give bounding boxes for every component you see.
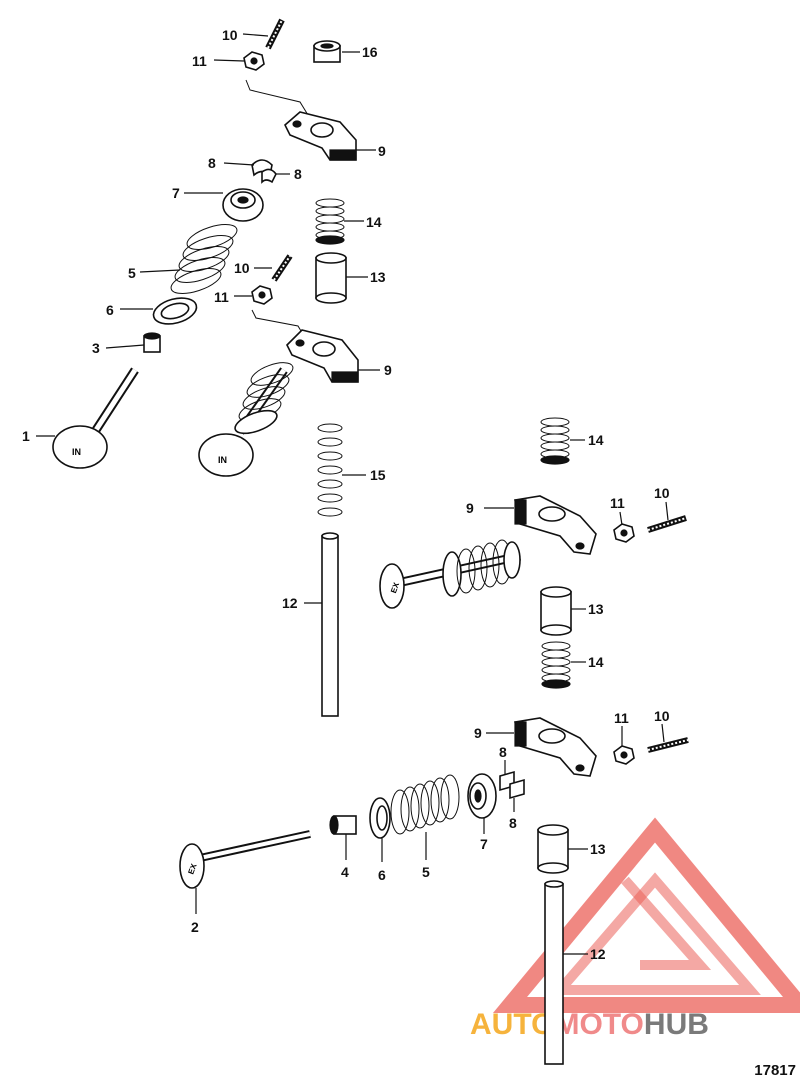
callout-11-mid: 11 bbox=[610, 495, 625, 511]
callout-9-lower: 9 bbox=[474, 725, 482, 741]
exhaust-valve-assembled: EX bbox=[379, 539, 521, 609]
callout-8-b: 8 bbox=[294, 166, 302, 182]
leader-lines bbox=[36, 33, 669, 955]
callout-7-top: 7 bbox=[172, 185, 180, 201]
callout-12-top: 12 bbox=[282, 595, 298, 611]
valve-seal-3 bbox=[143, 332, 161, 353]
spring-seat-6-top bbox=[152, 297, 198, 325]
callout-2: 2 bbox=[191, 919, 199, 935]
callout-10-top: 10 bbox=[222, 27, 238, 43]
callout-6-lower: 6 bbox=[378, 867, 386, 883]
callout-9-top: 9 bbox=[378, 143, 386, 159]
keepers-top bbox=[251, 159, 277, 184]
callout-5-top: 5 bbox=[128, 265, 136, 281]
intake-valve-assembled: IN bbox=[198, 362, 294, 477]
rocker-arm-top bbox=[284, 111, 357, 161]
callout-13-top: 13 bbox=[370, 269, 386, 285]
keepers-lower bbox=[499, 770, 525, 800]
callout-9-mid: 9 bbox=[466, 500, 474, 516]
push-rod-12-lower bbox=[544, 880, 564, 1065]
nut-top bbox=[243, 51, 265, 71]
exhaust-valve-assembled-mark: EX bbox=[389, 581, 401, 595]
callout-8-c: 8 bbox=[499, 744, 507, 760]
callout-10-second: 10 bbox=[234, 260, 250, 276]
callout-11-top: 11 bbox=[192, 53, 207, 69]
callout-14-top: 14 bbox=[366, 214, 382, 230]
valve-spring-5-top bbox=[170, 224, 238, 294]
callout-10-lower: 10 bbox=[654, 708, 670, 724]
exhaust-valve-2: EX bbox=[179, 830, 311, 889]
intake-valve-assembled-mark: IN bbox=[218, 455, 227, 465]
callout-6-top: 6 bbox=[106, 302, 114, 318]
retainer-lower bbox=[467, 773, 497, 819]
callout-5-lower: 5 bbox=[422, 864, 430, 880]
nut-second bbox=[251, 285, 273, 305]
rocker-arm-lower bbox=[514, 717, 597, 777]
watermark-text-auto: AUTO bbox=[470, 1008, 554, 1041]
watermark-text-moto: MOTO bbox=[554, 1008, 643, 1041]
watermark-text-hub: HUB bbox=[644, 1008, 709, 1041]
callout-14-lower: 14 bbox=[588, 654, 604, 670]
valve-spring-5-lower bbox=[390, 774, 460, 835]
callout-11-lower: 11 bbox=[614, 710, 629, 726]
retainer-top bbox=[222, 188, 264, 222]
figure-number: 17817 bbox=[754, 1062, 796, 1079]
watermark-text: AUTOMOTOHUB bbox=[470, 1008, 709, 1041]
callout-labels: 10 11 16 9 8 8 7 14 5 13 10 6 11 3 9 1 1… bbox=[22, 27, 670, 962]
rocker-arm-second bbox=[286, 329, 359, 383]
callout-11-second: 11 bbox=[214, 289, 229, 305]
callout-7-lower: 7 bbox=[480, 836, 488, 852]
nut-mid bbox=[613, 523, 635, 543]
stud-second bbox=[271, 254, 293, 282]
callout-12-lower: 12 bbox=[590, 946, 606, 962]
bushing-16 bbox=[313, 40, 341, 63]
spring-14-lower bbox=[541, 641, 571, 689]
callout-4: 4 bbox=[341, 864, 349, 880]
rocker-arm-mid bbox=[514, 495, 597, 555]
callout-9-second: 9 bbox=[384, 362, 392, 378]
callout-1: 1 bbox=[22, 428, 30, 444]
callout-8-d: 8 bbox=[509, 815, 517, 831]
callout-14-mid: 14 bbox=[588, 432, 604, 448]
push-rod-12-top bbox=[321, 532, 339, 717]
callout-13-lower: 13 bbox=[590, 841, 606, 857]
intake-valve-1: IN bbox=[52, 367, 139, 469]
stud-lower bbox=[647, 737, 689, 753]
watermark-logo bbox=[492, 817, 800, 1013]
stud-mid bbox=[647, 515, 687, 533]
exhaust-valve-mark: EX bbox=[186, 862, 198, 876]
callout-8-a: 8 bbox=[208, 155, 216, 171]
guide-tube-13-top bbox=[315, 252, 347, 304]
callout-10-mid: 10 bbox=[654, 485, 670, 501]
intake-valve-mark: IN bbox=[72, 447, 81, 457]
guide-tube-13-lower bbox=[537, 824, 569, 874]
guide-tube-13-mid bbox=[540, 586, 572, 636]
spring-15 bbox=[317, 423, 343, 517]
callout-15: 15 bbox=[370, 467, 386, 483]
spring-14-top bbox=[315, 198, 345, 245]
stud-top bbox=[265, 18, 285, 50]
spring-seat-6-lower bbox=[369, 797, 391, 839]
nut-lower bbox=[613, 745, 635, 765]
callout-3: 3 bbox=[92, 340, 100, 356]
valve-seal-4 bbox=[329, 815, 357, 835]
spring-14-mid bbox=[540, 417, 570, 465]
callout-16: 16 bbox=[362, 44, 378, 60]
callout-13-mid: 13 bbox=[588, 601, 604, 617]
